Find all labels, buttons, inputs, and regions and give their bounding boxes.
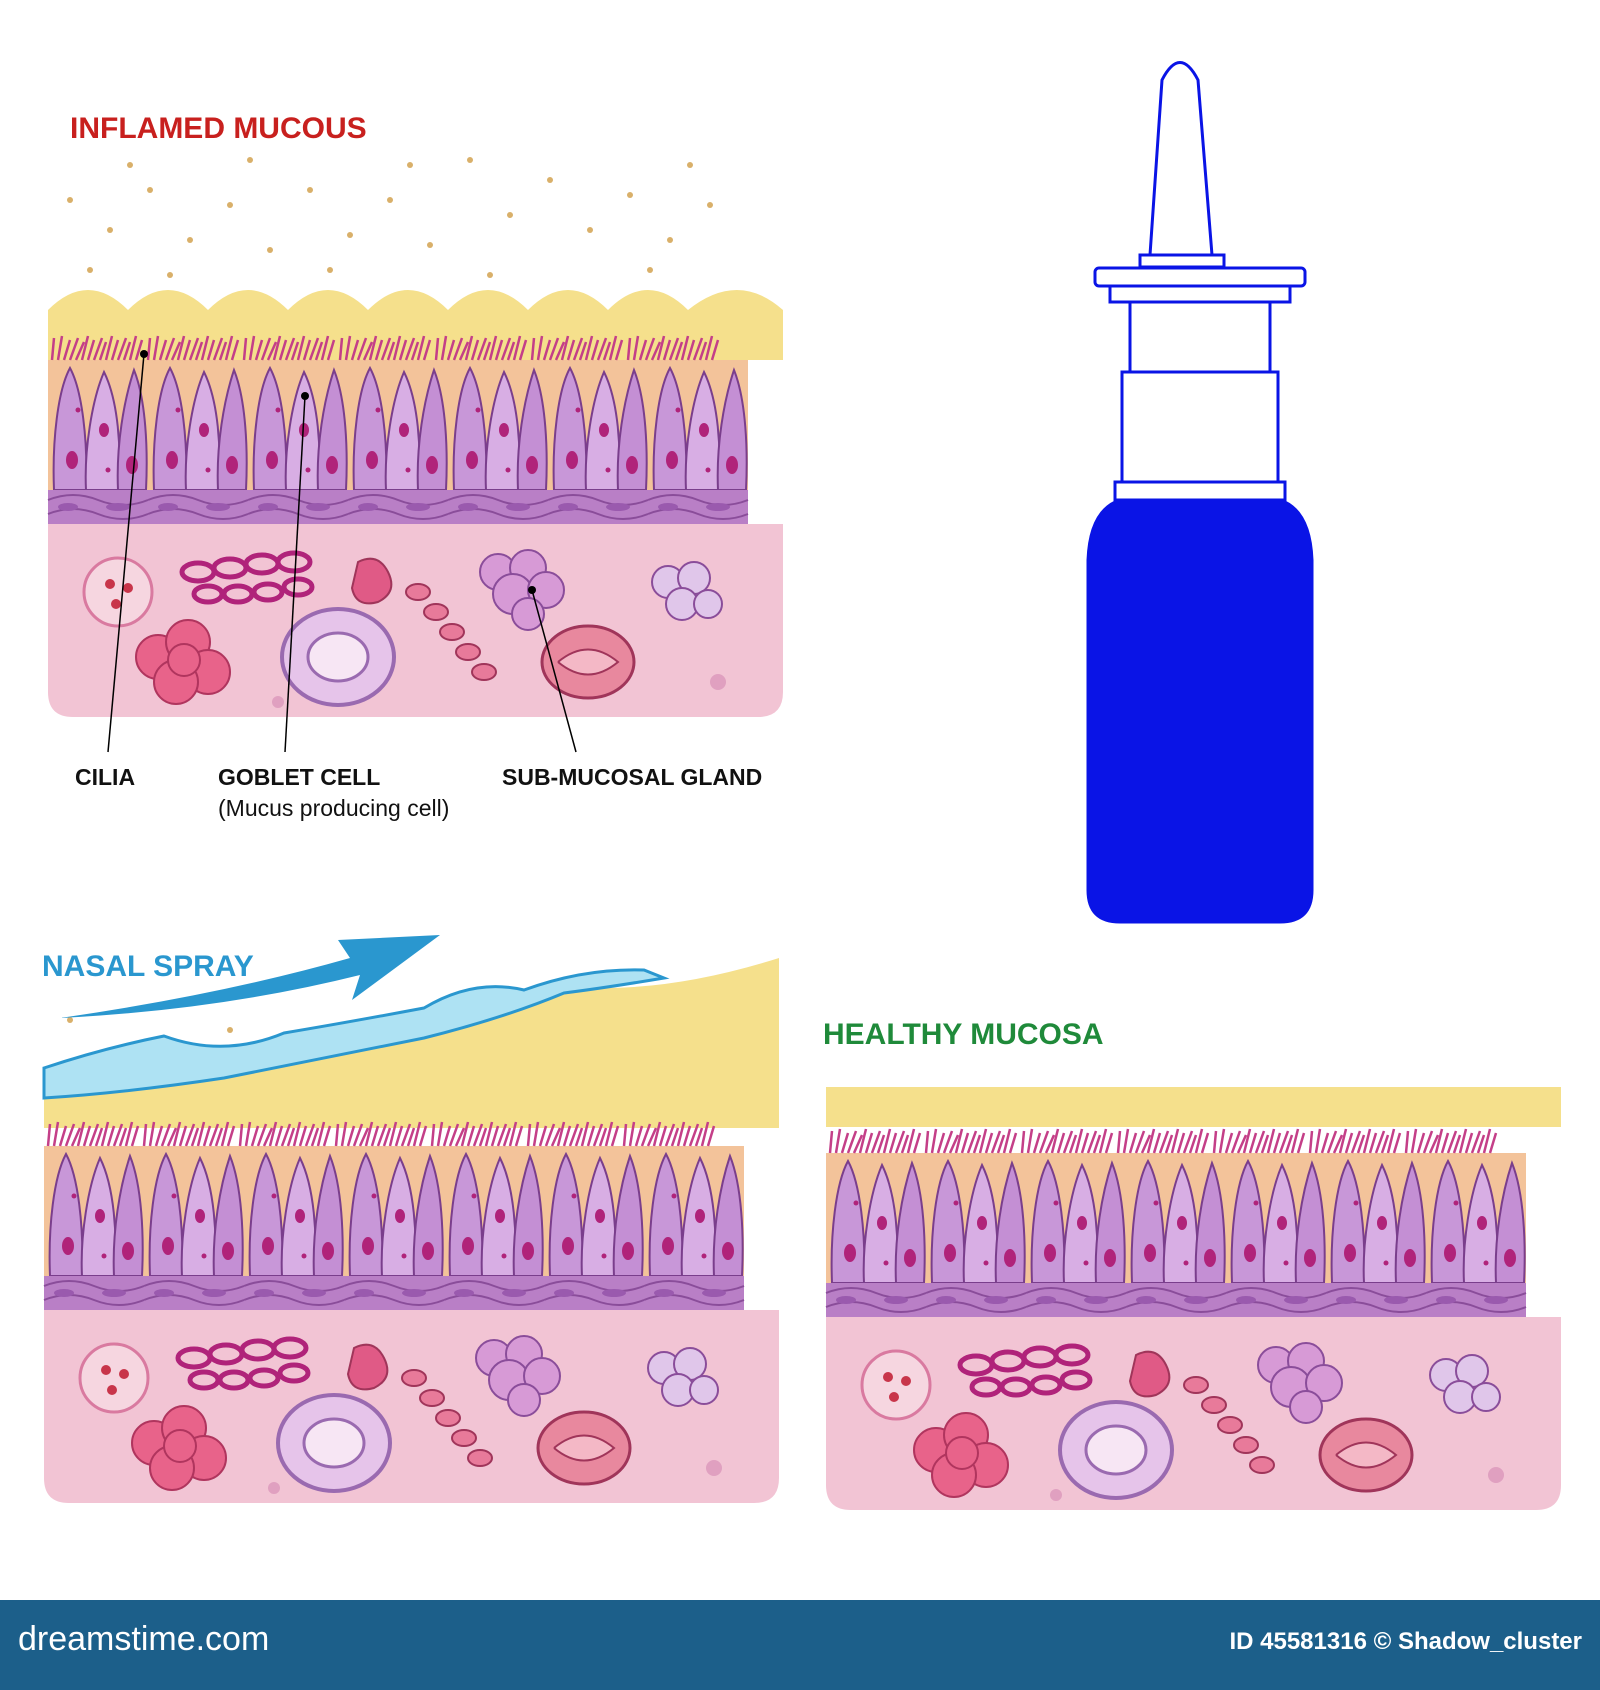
healthy-panel bbox=[826, 1087, 1561, 1510]
footer-bar: dreamstime.com ID 45581316 © Shadow_clus… bbox=[0, 1600, 1600, 1690]
inflamed-title: INFLAMED MUCOUS bbox=[70, 112, 367, 145]
nasal-spray-panel bbox=[42, 958, 779, 1503]
nasal-spray-title: NASAL SPRAY bbox=[42, 950, 254, 983]
goblet-cell-sublabel: (Mucus producing cell) bbox=[218, 795, 450, 821]
footer-brand[interactable]: dreamstime.com bbox=[18, 1620, 270, 1658]
spray-arrow bbox=[60, 935, 440, 1018]
goblet-cell-label: GOBLET CELL bbox=[218, 764, 381, 790]
sub-mucosal-gland-label: SUB-MUCOSAL GLAND bbox=[502, 764, 763, 790]
inflamed-panel bbox=[48, 290, 783, 717]
leader-lines bbox=[107, 353, 577, 753]
illustration bbox=[42, 61, 1561, 1600]
cilia-label: CILIA bbox=[75, 764, 136, 790]
particle-dots bbox=[67, 157, 713, 278]
healthy-title: HEALTHY MUCOSA bbox=[823, 1018, 1104, 1051]
nasal-spray-bottle bbox=[1086, 61, 1314, 924]
footer-credit: ID 45581316 © Shadow_cluster bbox=[1229, 1628, 1582, 1655]
